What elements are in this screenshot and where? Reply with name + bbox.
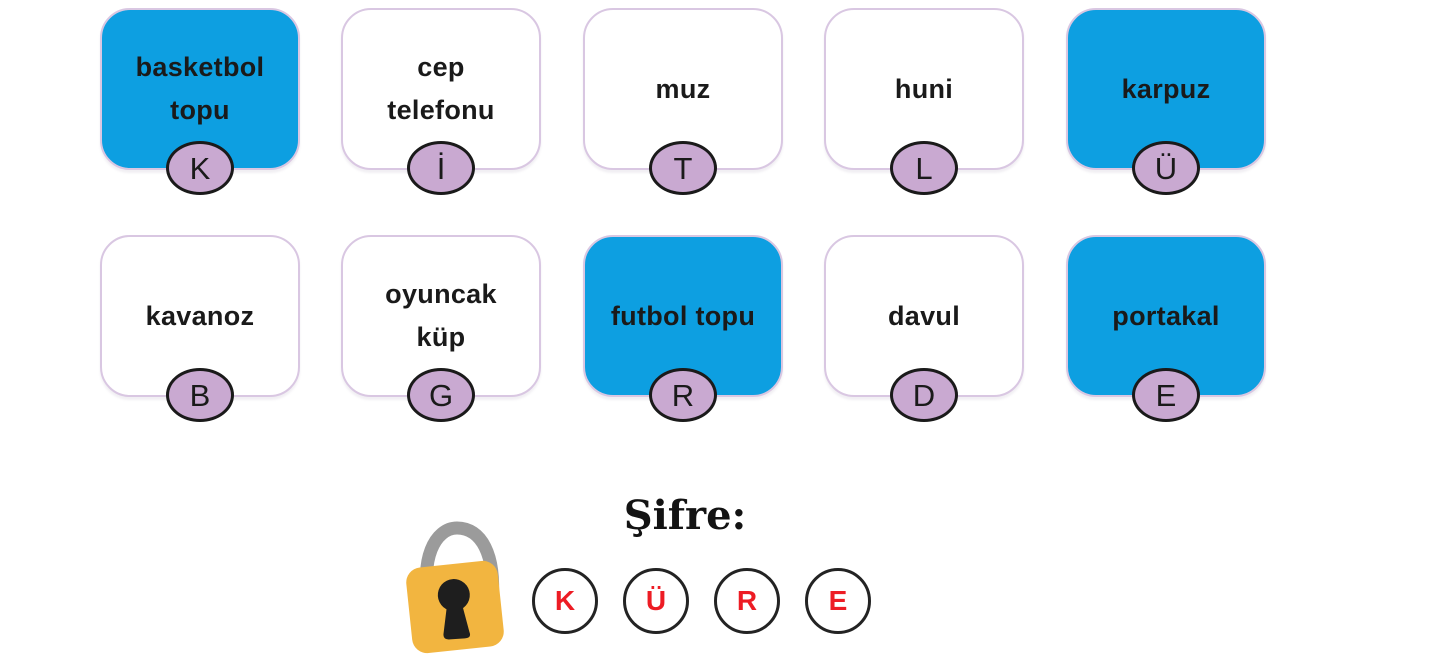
cipher-letter-3: R (736, 585, 758, 616)
cipher-title: Şifre: (623, 492, 747, 539)
card-word-label: karpuz (1121, 73, 1211, 104)
word-card-muz[interactable]: muz T (583, 8, 783, 195)
badge-letter: T (673, 150, 693, 186)
card-word-label: portakal (1112, 300, 1220, 331)
letter-badge: T (649, 141, 717, 195)
letter-badge: L (890, 141, 958, 195)
cipher-slot-4[interactable]: E (805, 568, 871, 634)
cipher-letter-4: E (828, 585, 848, 616)
letter-badge: B (166, 368, 234, 422)
badge-letter: R (671, 377, 695, 413)
padlock-keyhole (437, 579, 471, 640)
card-word-label: futbol topu (610, 300, 756, 331)
letter-badge: İ (407, 141, 475, 195)
letter-badge: G (407, 368, 475, 422)
word-card-basketbol-topu[interactable]: basketbol topu K (100, 8, 300, 195)
padlock-icon (406, 521, 504, 654)
card-word-label: cep telefonu (387, 52, 495, 125)
cipher-slot-2[interactable]: Ü (623, 568, 689, 634)
badge-letter: G (428, 377, 454, 413)
card-word-label: huni (894, 73, 954, 104)
card-word-label: basketbol topu (135, 52, 265, 125)
cipher-slot-1[interactable]: K (532, 568, 598, 634)
cipher-letter-2: Ü (645, 585, 667, 616)
badge-letter: E (1155, 377, 1177, 413)
word-card-karpuz[interactable]: karpuz Ü (1066, 8, 1266, 195)
word-card-cep-telefonu[interactable]: cep telefonu İ (341, 8, 541, 195)
word-card-huni[interactable]: huni L (824, 8, 1024, 195)
cipher-answer-row: K Ü R E (532, 568, 871, 634)
letter-badge: Ü (1132, 141, 1200, 195)
badge-letter: K (189, 150, 211, 186)
badge-letter: Ü (1154, 150, 1178, 186)
badge-letter: D (912, 377, 936, 413)
badge-letter: L (915, 150, 933, 186)
cipher-letter-1: K (554, 585, 576, 616)
letter-badge: K (166, 141, 234, 195)
word-card-davul[interactable]: davul D (824, 235, 1024, 422)
badge-letter: B (189, 377, 211, 413)
card-word-label: oyuncak küp (385, 279, 497, 352)
cipher-slot-3[interactable]: R (714, 568, 780, 634)
letter-badge: D (890, 368, 958, 422)
word-card-futbol-topu[interactable]: futbol topu R (583, 235, 783, 422)
letter-badge: E (1132, 368, 1200, 422)
word-card-portakal[interactable]: portakal E (1066, 235, 1266, 422)
card-word-label: muz (655, 73, 711, 104)
card-word-label: davul (887, 300, 961, 331)
card-word-label: kavanoz (145, 300, 255, 331)
letter-badge: R (649, 368, 717, 422)
badge-letter: İ (436, 150, 446, 186)
word-card-kavanoz[interactable]: kavanoz B (100, 235, 300, 422)
word-card-oyuncak-kup[interactable]: oyuncak küp G (341, 235, 541, 422)
